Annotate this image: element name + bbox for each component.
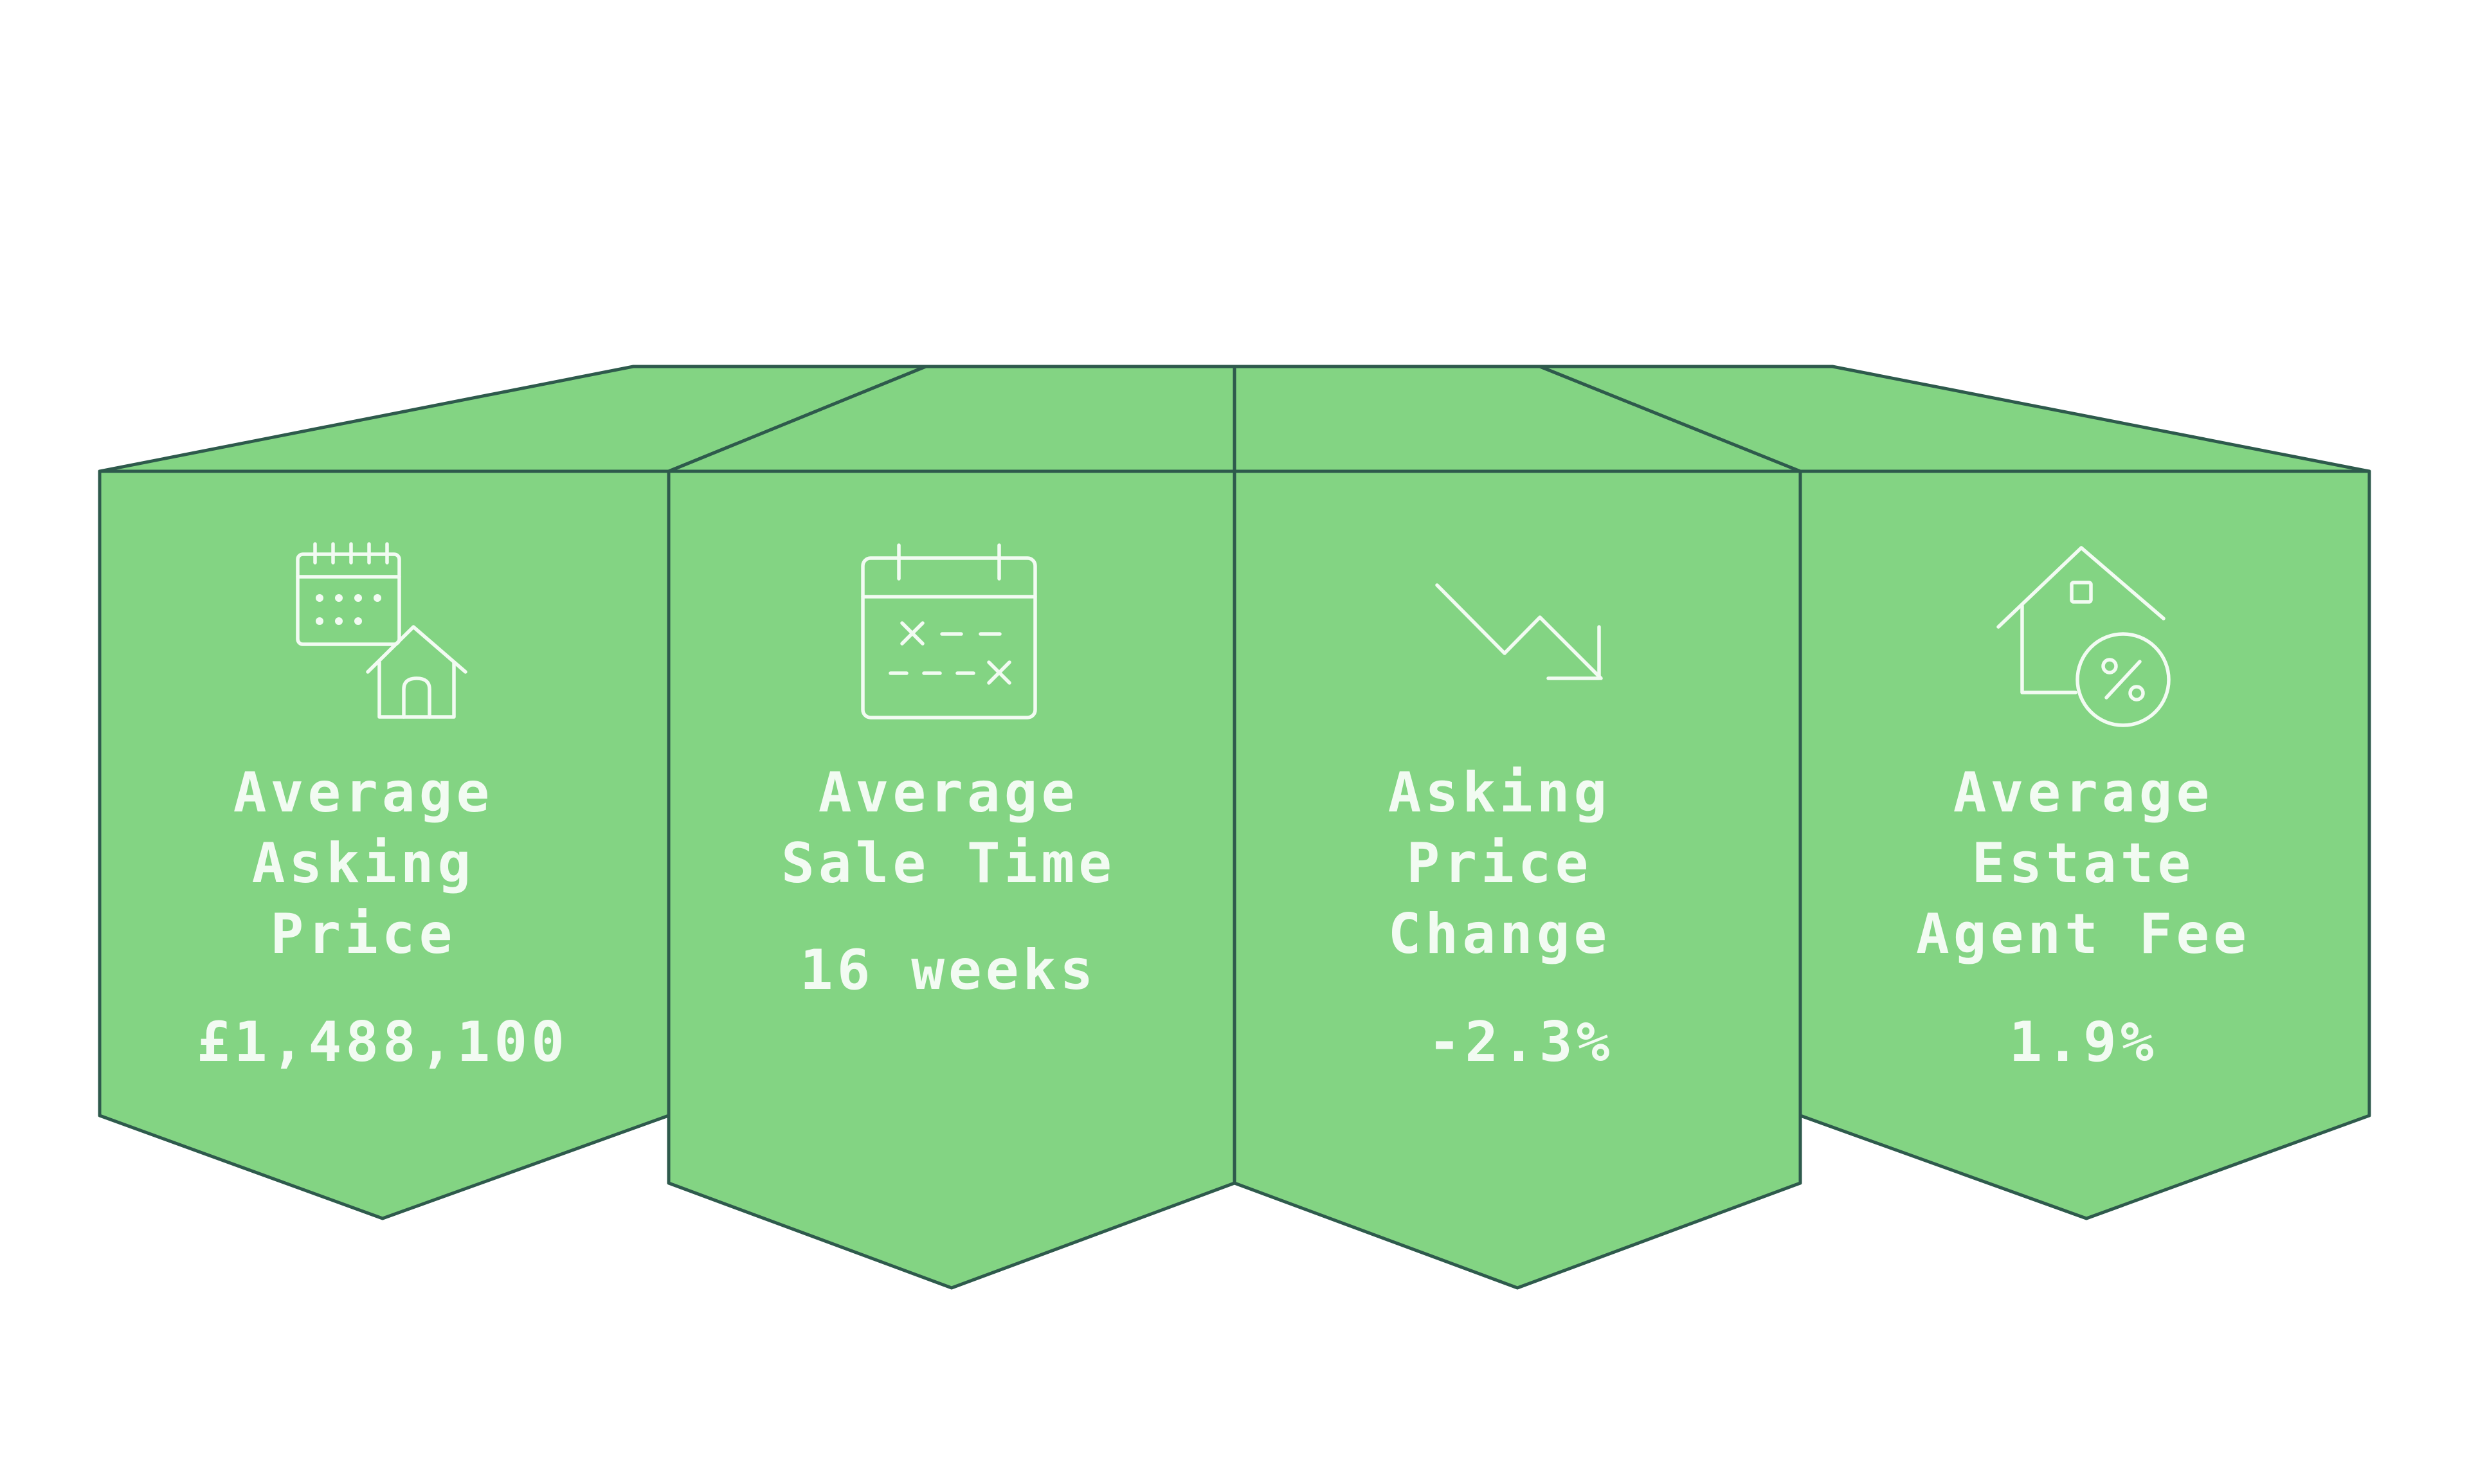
- card-average-sale-time: Average Sale Time 16 weeks: [781, 543, 1116, 1002]
- calendar-schedule-icon: [861, 543, 1037, 719]
- card-value: £1,488,100: [197, 1010, 568, 1074]
- card-average-asking-price: Average Asking Price £1,488,100: [197, 542, 568, 1074]
- card-title-line: Average: [818, 761, 1078, 825]
- card-panel-1: [98, 469, 671, 1220]
- card-value: -2.3%: [1428, 1010, 1614, 1074]
- card-title-line: Average: [233, 761, 493, 825]
- card-average-estate-agent-fee: Average Estate Agent Fee 1.9%: [1916, 546, 2250, 1074]
- card-asking-price-change: Asking Price Change -2.3%: [1388, 583, 1614, 1074]
- card-panel-2: [667, 469, 1236, 1290]
- card-value: 16 weeks: [800, 938, 1097, 1002]
- trend-down-arrow-icon: [1435, 583, 1603, 680]
- card-panel-3: [1233, 469, 1802, 1290]
- card-panels: [98, 469, 2371, 1290]
- card-title-line: Change: [1388, 902, 1611, 966]
- card-title-line: Sale Time: [781, 831, 1116, 896]
- card-title-line: Price: [1407, 831, 1593, 896]
- card-title-line: Average: [1953, 761, 2213, 825]
- card-title-line: Price: [271, 902, 457, 966]
- card-title-line: Agent Fee: [1916, 902, 2250, 966]
- card-title-line: Asking: [1388, 761, 1611, 825]
- card-value: 1.9%: [2009, 1010, 2157, 1074]
- card-title-line: Estate: [1972, 831, 2195, 896]
- card-title-line: Asking: [252, 831, 475, 896]
- roof: [98, 365, 2371, 473]
- house-percent-icon: [1996, 546, 2171, 727]
- calendar-house-icon: [296, 542, 467, 719]
